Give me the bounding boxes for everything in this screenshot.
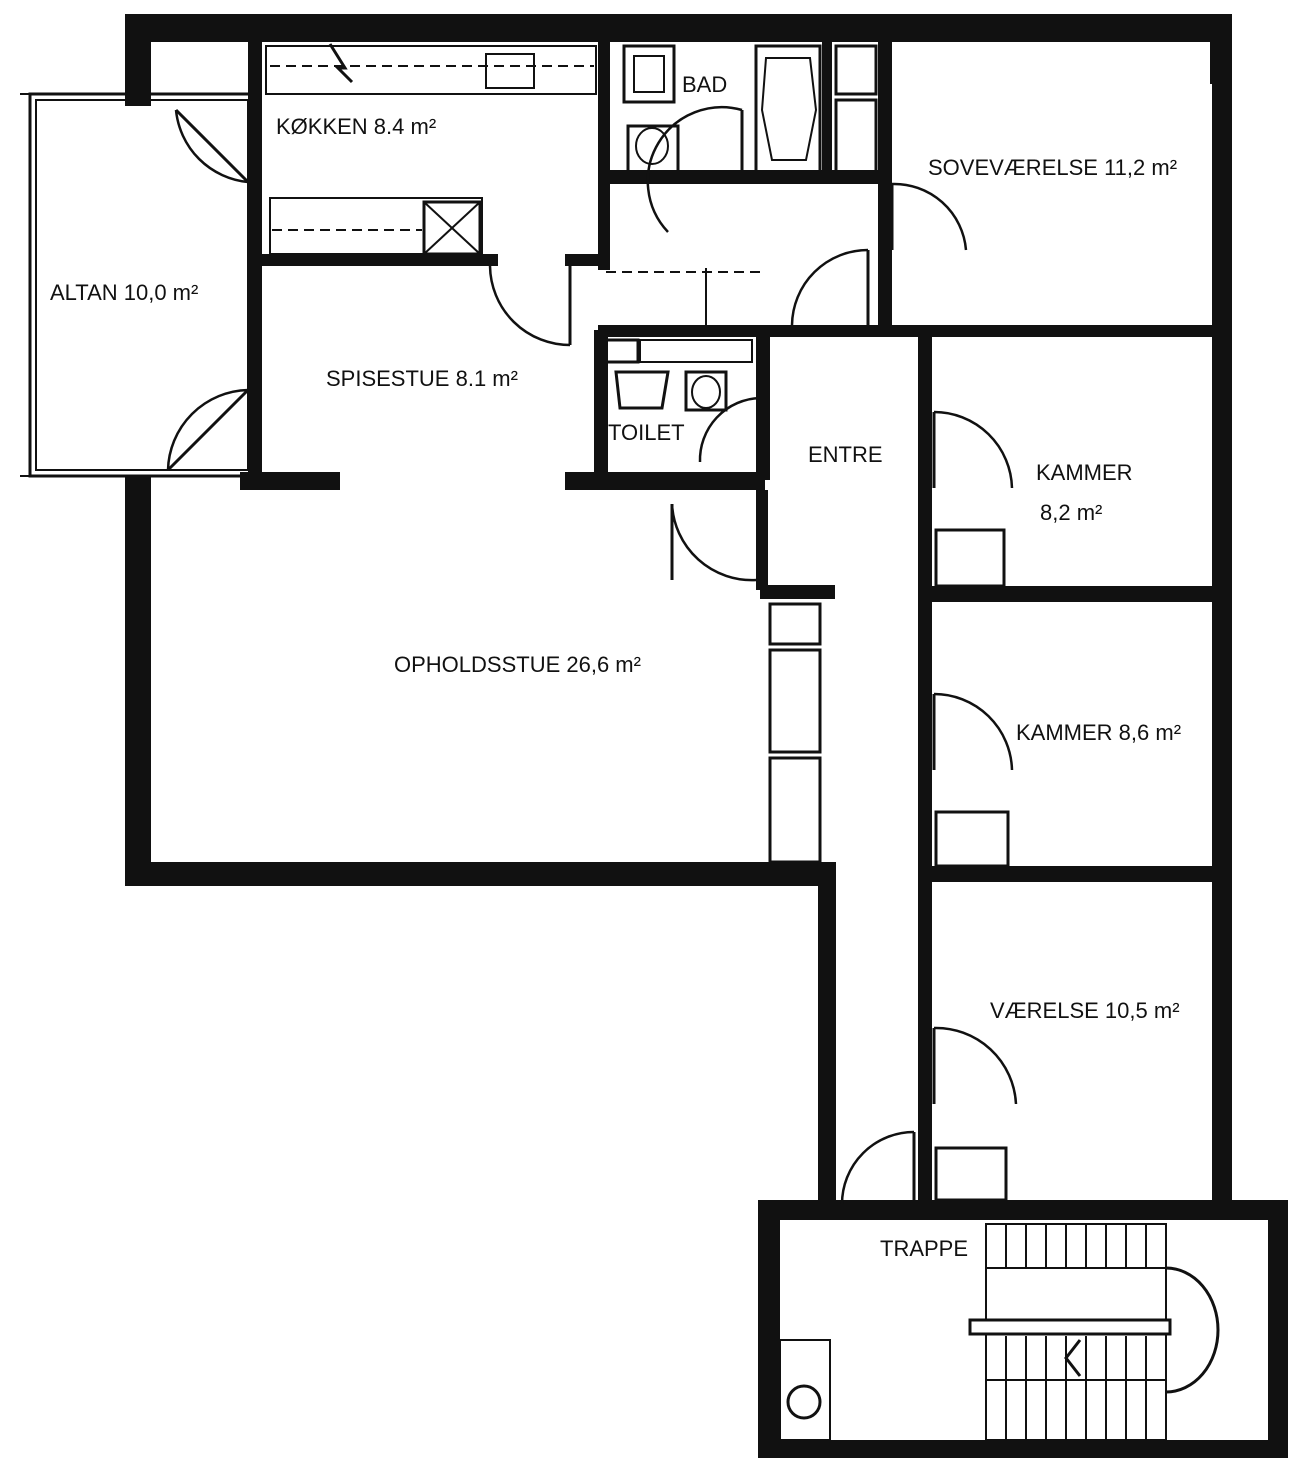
label-kammer-2: KAMMER 8,6 m² bbox=[1016, 720, 1181, 745]
toilet-fittings bbox=[602, 338, 753, 412]
room-labels: KØKKEN 8.4 m² BAD SOVEVÆRELSE 11,2 m² AL… bbox=[50, 72, 1181, 1261]
label-sovevaerelse: SOVEVÆRELSE 11,2 m² bbox=[928, 155, 1177, 180]
label-altan: ALTAN 10,0 m² bbox=[50, 280, 198, 305]
label-kokken: KØKKEN 8.4 m² bbox=[276, 114, 436, 139]
label-vaerelse: VÆRELSE 10,5 m² bbox=[990, 998, 1180, 1023]
label-spisestue: SPISESTUE 8.1 m² bbox=[326, 366, 518, 391]
closets bbox=[768, 528, 1010, 1202]
label-kammer-1: KAMMER bbox=[1036, 460, 1133, 485]
windows bbox=[20, 82, 1286, 1455]
label-entre: ENTRE bbox=[808, 442, 883, 467]
label-kammer-1-area: 8,2 m² bbox=[1040, 500, 1102, 525]
bath-fittings bbox=[606, 44, 878, 326]
label-bad: BAD bbox=[682, 72, 727, 97]
label-trappe: TRAPPE bbox=[880, 1236, 968, 1261]
kitchen-fittings bbox=[265, 43, 597, 256]
staircase bbox=[779, 1223, 1220, 1441]
label-opholdsstue: OPHOLDSSTUE 26,6 m² bbox=[394, 652, 641, 677]
doors bbox=[166, 105, 1018, 1205]
walls bbox=[125, 14, 1288, 1458]
label-toilet: TOILET bbox=[608, 420, 685, 445]
